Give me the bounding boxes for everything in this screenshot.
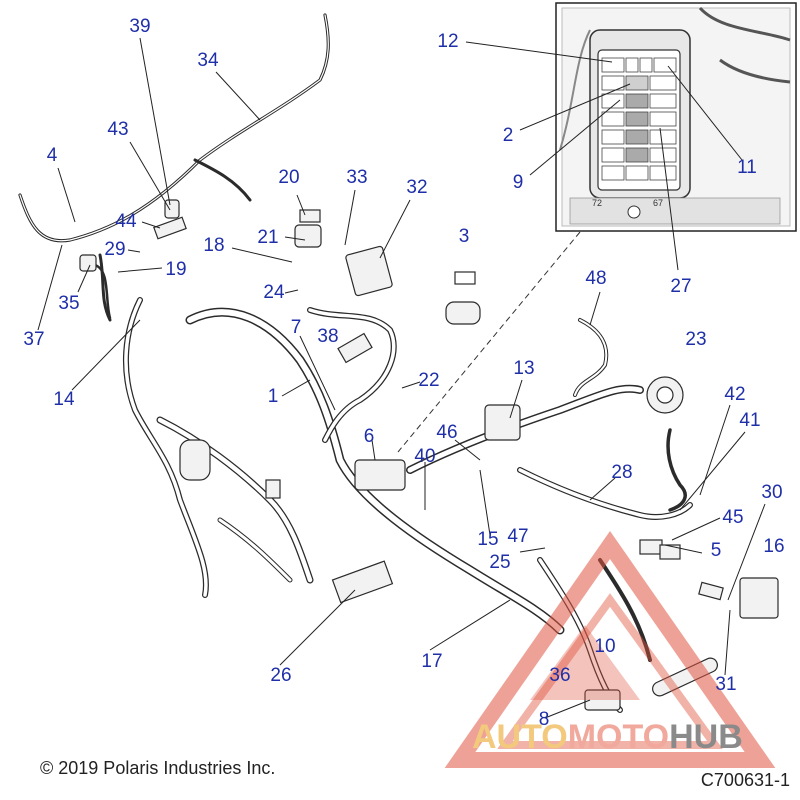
callout-31: 31 (715, 674, 737, 695)
components (79, 199, 779, 711)
callout-2: 2 (502, 125, 514, 146)
callout-23: 23 (685, 329, 707, 350)
callout-11: 11 (737, 157, 757, 178)
callout-26: 26 (270, 665, 292, 686)
callout-14: 14 (53, 389, 75, 410)
callout-13: 13 (513, 358, 535, 379)
watermark-part3: HUB (669, 718, 743, 756)
inset-label-right: 67 (653, 198, 664, 208)
callout-8: 8 (538, 709, 550, 730)
callout-7: 7 (290, 317, 302, 338)
callout-10: 10 (594, 636, 616, 657)
callout-40: 40 (414, 446, 436, 467)
callout-30: 30 (761, 482, 783, 503)
callout-47: 47 (507, 526, 529, 547)
callout-39: 39 (129, 16, 151, 37)
callout-16: 16 (763, 536, 785, 557)
callout-42: 42 (724, 384, 746, 405)
leader-lines (37, 37, 766, 719)
watermark-part1: AUTO (472, 718, 568, 756)
callout-43: 43 (107, 119, 129, 140)
callout-29: 29 (104, 239, 126, 260)
callout-6: 6 (363, 426, 375, 447)
callout-45: 45 (722, 507, 744, 528)
callout-25: 25 (489, 552, 511, 573)
connector-inset (465, 2, 797, 271)
watermark-part2: MOTO (567, 718, 670, 756)
callout-37: 37 (23, 329, 45, 350)
projection-line (397, 231, 581, 453)
callout-33: 33 (346, 167, 368, 188)
callout-5: 5 (710, 540, 722, 561)
callout-35: 35 (58, 293, 80, 314)
callout-4: 4 (46, 145, 58, 166)
callout-3: 3 (458, 226, 470, 247)
callout-46: 46 (436, 422, 458, 443)
callout-17: 17 (421, 651, 443, 672)
inset-label-left: 72 (592, 198, 603, 208)
callout-44: 44 (115, 211, 137, 232)
callout-48: 48 (585, 268, 607, 289)
callout-38: 38 (317, 326, 339, 347)
callout-19: 19 (165, 259, 187, 280)
callout-34: 34 (197, 50, 219, 71)
diagram-code: C700631-1 (700, 770, 790, 790)
callout-20: 20 (278, 167, 300, 188)
callout-21: 21 (257, 227, 279, 248)
callout-1: 1 (267, 386, 279, 407)
callout-22: 22 (418, 370, 440, 391)
callout-32: 32 (406, 177, 428, 198)
callout-28: 28 (611, 462, 633, 483)
callout-41: 41 (739, 410, 761, 431)
callout-12: 12 (437, 31, 459, 52)
callout-18: 18 (203, 235, 225, 256)
callout-15: 15 (477, 529, 499, 550)
callout-24: 24 (263, 282, 285, 303)
callout-9: 9 (512, 172, 524, 193)
callout-27: 27 (670, 276, 692, 297)
copyright: © 2019 Polaris Industries Inc. (40, 758, 276, 778)
callout-36: 36 (549, 665, 571, 686)
watermark-text: AUTOMOTOHUB (472, 718, 743, 757)
